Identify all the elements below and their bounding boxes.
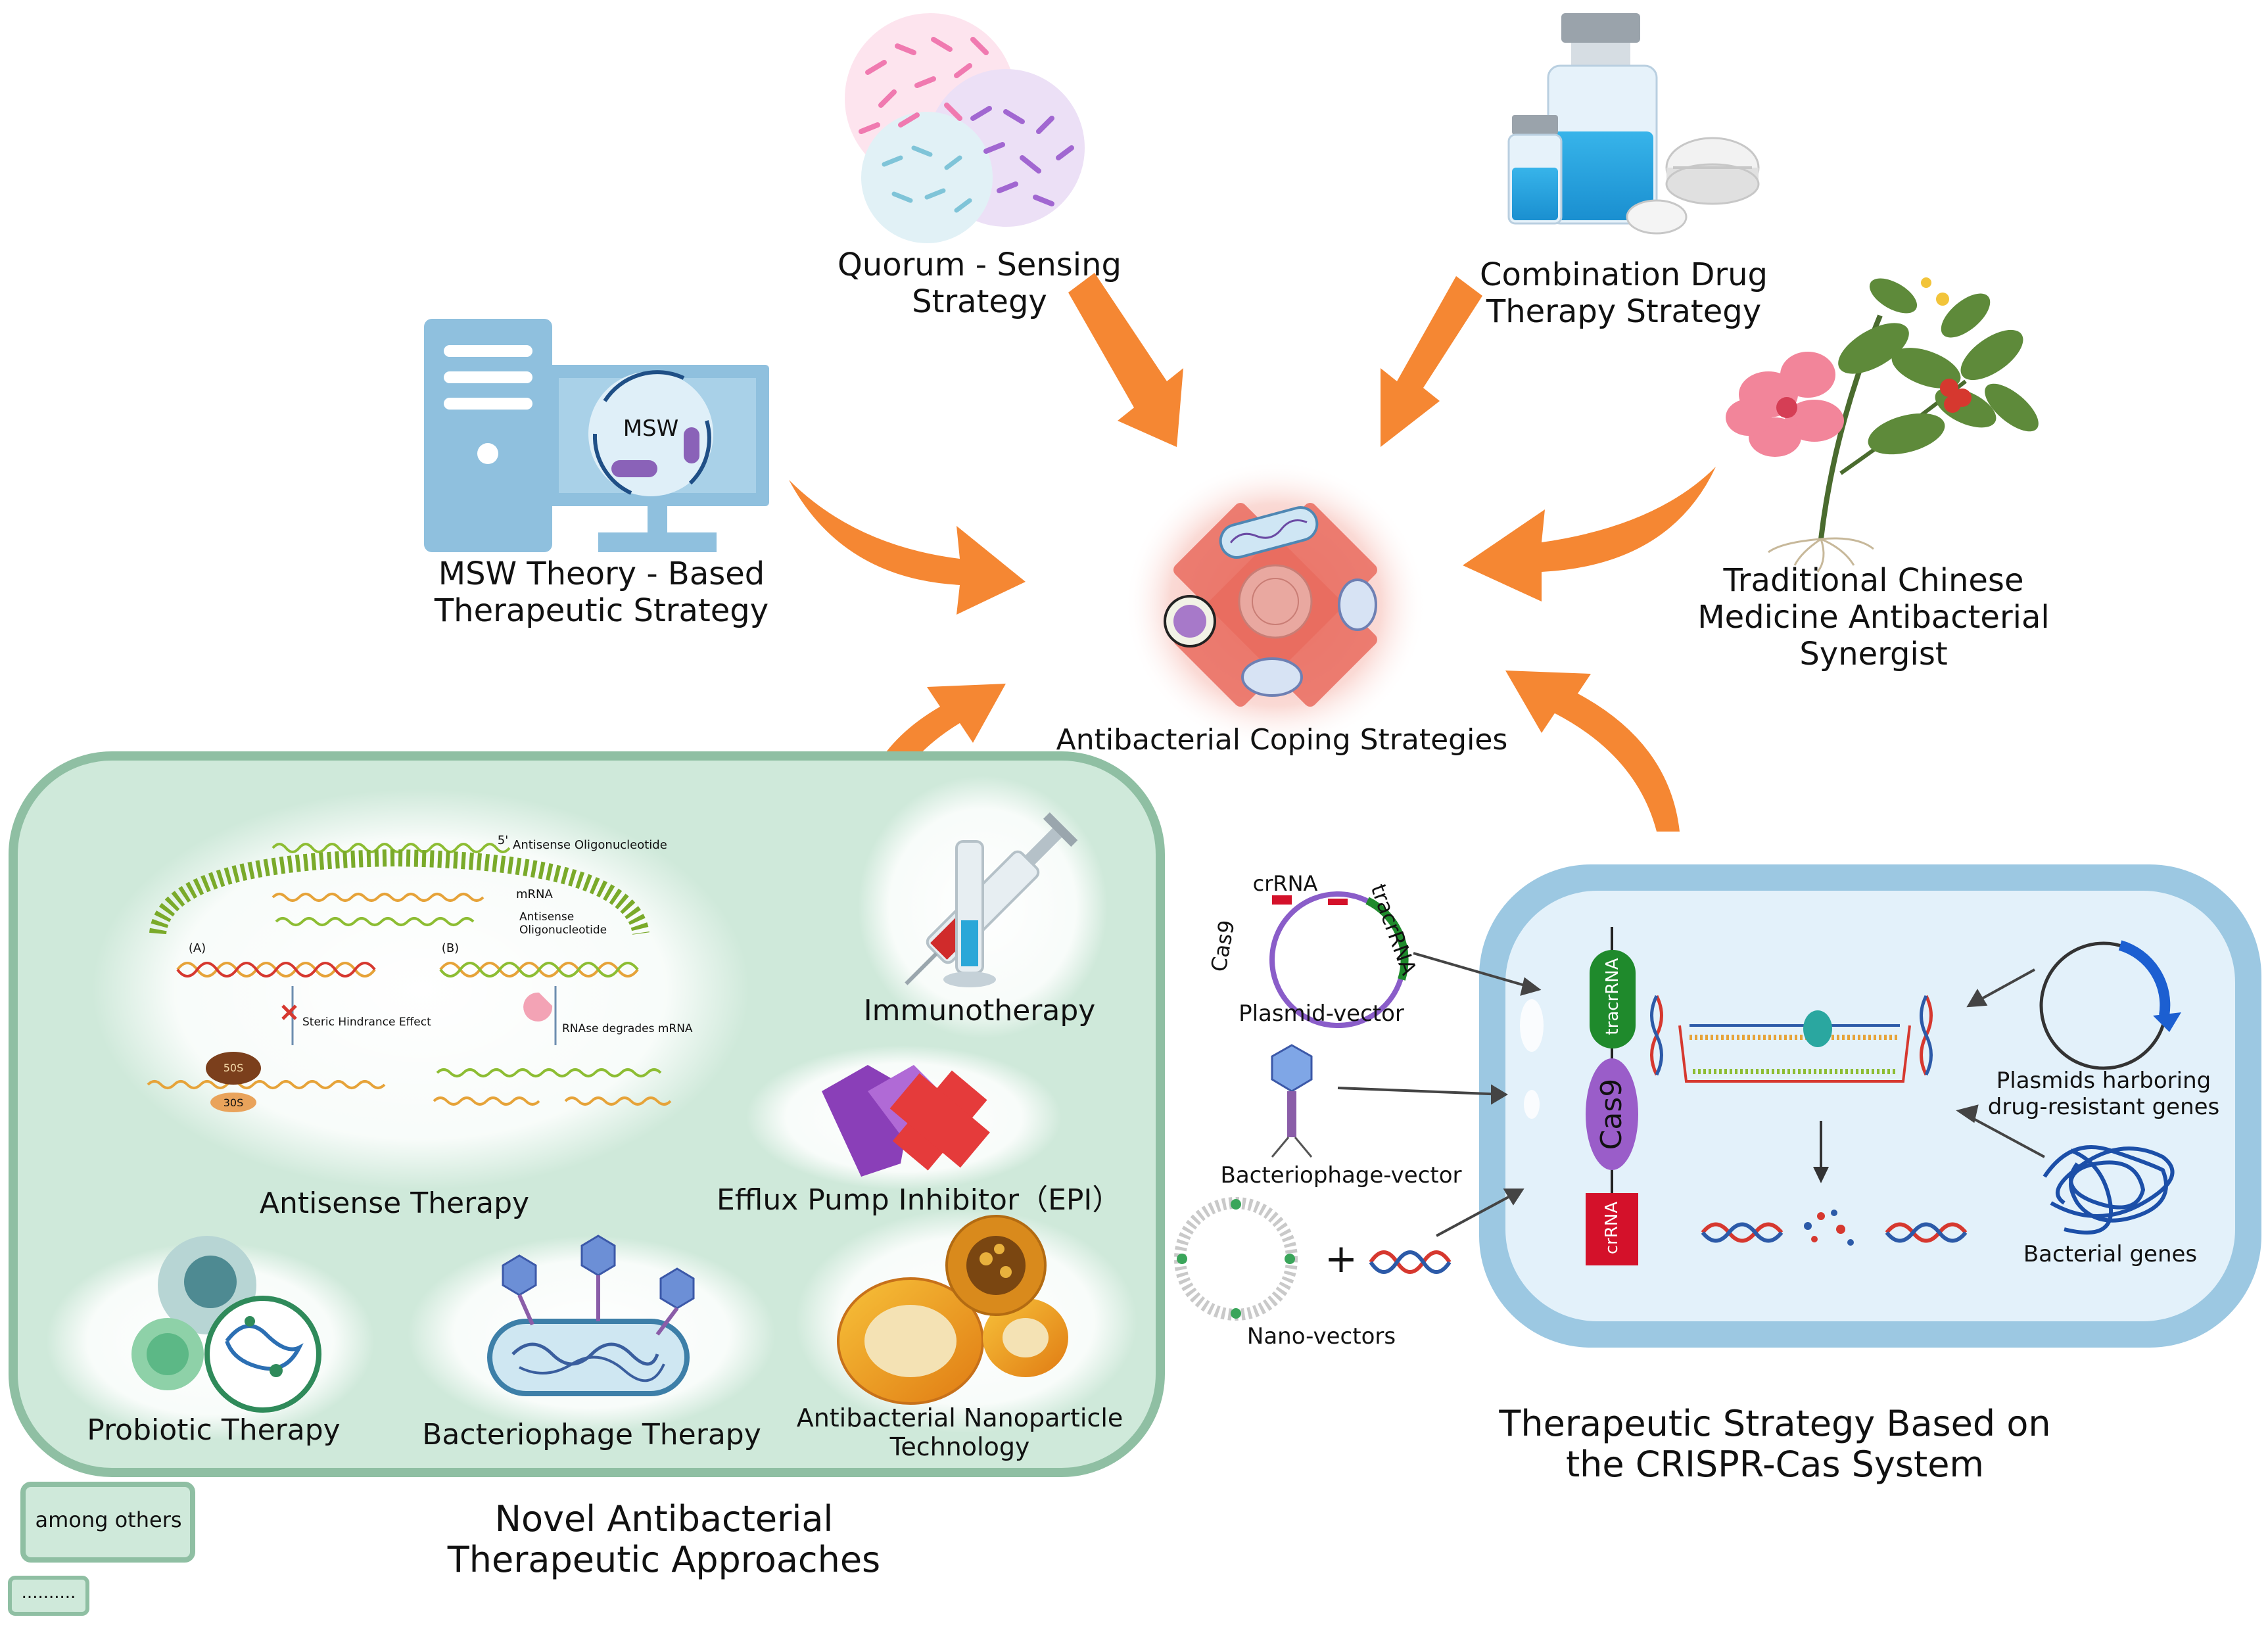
- among-others-label: among others: [35, 1507, 182, 1532]
- ribosome-30s-icon: [210, 1093, 256, 1112]
- crispr-blocks: [1586, 927, 1638, 1265]
- x-mark-icon: [281, 1004, 297, 1020]
- nano-vector-icon: [1174, 1197, 1452, 1321]
- phage-vector-icon: [1271, 1044, 1313, 1158]
- nanoparticle-icon: [837, 1215, 1068, 1405]
- drug-resistance-plasmid-icon: [2039, 940, 2181, 1070]
- combination-drug-label: Combination Drug Therapy Strategy: [1479, 256, 1768, 330]
- mrna-label: mRNA: [516, 887, 553, 901]
- prime-label: 5': [497, 834, 509, 847]
- crrna-block-label: crRNA: [1602, 1201, 1622, 1255]
- msw-theory-label: MSW Theory - Based Therapeutic Strategy: [434, 555, 769, 629]
- cas9-complex-icon: [1803, 1010, 1832, 1047]
- probiotic-label: Probiotic Therapy: [87, 1413, 341, 1447]
- among-others-box: [20, 1482, 195, 1563]
- panel-b-label: (B): [441, 941, 460, 955]
- immunotherapy-label: Immunotherapy: [863, 994, 1096, 1027]
- aso-bottom-label: Antisense Oligonucleotide: [519, 910, 607, 937]
- epi-label: Efflux Pump Inhibitor（EPI）: [717, 1183, 1122, 1217]
- s50-label: 50S: [223, 1062, 244, 1074]
- tcm-label: Traditional Chinese Medicine Antibacteri…: [1697, 562, 2050, 672]
- dna-cleavage-diagram: [1650, 995, 1933, 1083]
- ribosome-50s-icon: [206, 1052, 261, 1085]
- plasmids-harboring-label: Plasmids harboring drug-resistant genes: [1987, 1068, 2220, 1120]
- arrows: [789, 273, 1716, 848]
- bacteriophage-vector-label: Bacteriophage-vector: [1220, 1162, 1462, 1189]
- rnase-label: RNAse degrades mRNA: [562, 1022, 693, 1035]
- nanoparticle-label: Antibacterial Nanoparticle Technology: [796, 1403, 1123, 1461]
- panel-a-label: (A): [188, 941, 206, 955]
- crispr-panel: [1479, 864, 2261, 1348]
- plasmid-vector-label: Plasmid-vector: [1239, 1001, 1404, 1027]
- plasmid-vector-icon: [1269, 891, 1409, 1028]
- antisense-therapy-label: Antisense Therapy: [259, 1187, 530, 1220]
- msw-screen-label: MSW: [623, 415, 679, 442]
- cleaved-dna-icon: [1701, 1210, 1968, 1246]
- vector-arrows: [1337, 952, 2045, 1237]
- syringe-icon: [905, 812, 1078, 987]
- dots-label: ..........: [21, 1583, 76, 1603]
- antisense-diagram: [147, 843, 672, 1106]
- down-arrow-head: [1813, 1167, 1829, 1183]
- nano-vectors-label: Nano-vectors: [1246, 1323, 1396, 1350]
- dots-box: [8, 1576, 89, 1616]
- novel-title: Novel Antibacterial Therapeutic Approach…: [447, 1498, 881, 1580]
- quorum-sensing-label: Quorum - Sensing Strategy: [838, 247, 1122, 320]
- bacterial-genes-icon: [2043, 1145, 2175, 1235]
- s30-label: 30S: [223, 1096, 244, 1109]
- computer-icon: [424, 319, 769, 552]
- crispr-title: Therapeutic Strategy Based on the CRISPR…: [1499, 1403, 2051, 1485]
- central-x-icon: [1124, 460, 1427, 749]
- bacteriophage-therapy-label: Bacteriophage Therapy: [422, 1418, 761, 1451]
- rnase-icon: [523, 992, 553, 1022]
- tracrrna-block-label: tracrRNA: [1603, 958, 1622, 1035]
- phage-bacterium-icon: [487, 1235, 695, 1396]
- crrna-top-label: crRNA: [1252, 871, 1318, 896]
- cas9-block-label: Cas9: [1595, 1078, 1628, 1150]
- probiotic-icon: [131, 1236, 321, 1413]
- plant-icon: [1726, 277, 2039, 573]
- efflux-pump-icon: [822, 1065, 990, 1177]
- center-label: Antibacterial Coping Strategies: [1056, 723, 1508, 757]
- plus-sign: +: [1324, 1236, 1358, 1282]
- drug-bottle-icon: [1507, 13, 1760, 235]
- aso-top-label: Antisense Oligonucleotide: [513, 838, 667, 852]
- bacterial-genes-label: Bacterial genes: [2023, 1241, 2198, 1267]
- steric-label: Steric Hindrance Effect: [302, 1016, 431, 1029]
- quorum-sensing-icon: [845, 13, 1085, 243]
